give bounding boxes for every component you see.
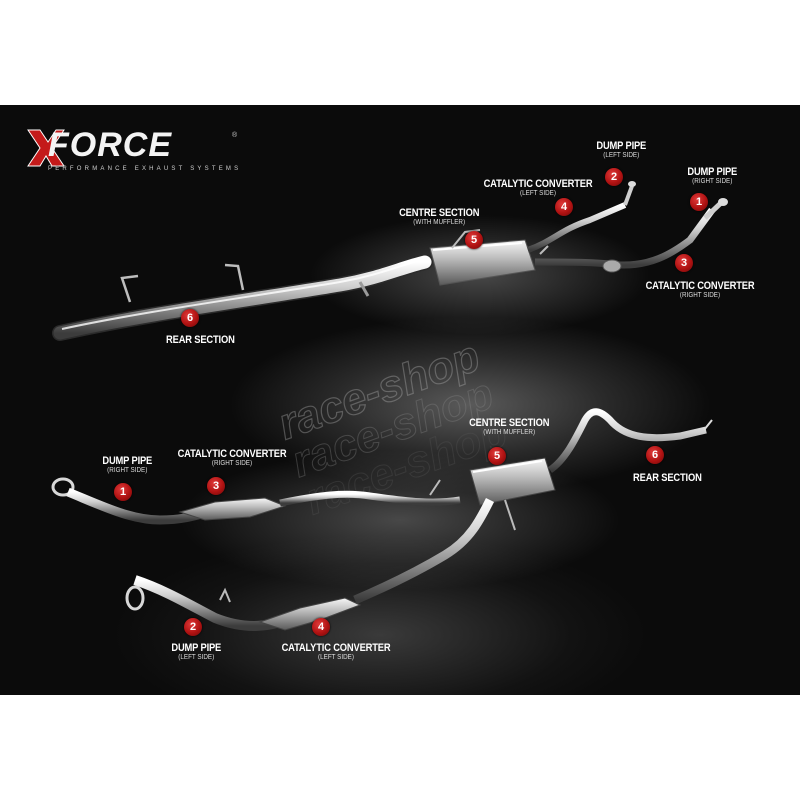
top-label-cat-converter-right: CATALYTIC CONVERTER (RIGHT SIDE) [645, 280, 755, 299]
top-exhaust-system [52, 181, 728, 341]
xforce-logo: FORCE ® PERFORMANCE EXHAUST SYSTEMS [26, 126, 242, 174]
bottom-badge-4: 4 [312, 618, 330, 636]
top-label-cat-converter-left: CATALYTIC CONVERTER (LEFT SIDE) [483, 178, 593, 197]
logo-wordmark: FORCE [48, 126, 172, 164]
top-badge-5: 5 [465, 231, 483, 249]
top-badge-1: 1 [690, 193, 708, 211]
bottom-label-cat-converter-right: CATALYTIC CONVERTER (RIGHT SIDE) [177, 448, 287, 467]
top-badge-6: 6 [181, 309, 199, 327]
top-label-dump-pipe-right: DUMP PIPE (RIGHT SIDE) [687, 166, 738, 185]
top-label-centre-section: CENTRE SECTION (WITH MUFFLER) [399, 207, 480, 226]
bottom-badge-6: 6 [646, 446, 664, 464]
top-label-dump-pipe-left: DUMP PIPE (LEFT SIDE) [596, 140, 647, 159]
bottom-label-centre-section: CENTRE SECTION (WITH MUFFLER) [469, 417, 550, 436]
logo-x-mark [27, 129, 65, 167]
bottom-badge-3: 3 [207, 477, 225, 495]
bottom-badge-5: 5 [488, 447, 506, 465]
top-badge-4: 4 [555, 198, 573, 216]
dark-background-panel [0, 105, 800, 695]
logo-registered-mark: ® [232, 132, 238, 139]
top-label-rear-section: REAR SECTION [166, 334, 235, 346]
bottom-label-dump-pipe-right: DUMP PIPE (RIGHT SIDE) [102, 455, 153, 474]
bottom-label-cat-converter-left: CATALYTIC CONVERTER (LEFT SIDE) [281, 642, 391, 661]
bottom-exhaust-system [51, 408, 713, 631]
bottom-badge-1: 1 [114, 483, 132, 501]
bottom-label-dump-pipe-left: DUMP PIPE (LEFT SIDE) [171, 642, 222, 661]
top-badge-2: 2 [605, 168, 623, 186]
bottom-badge-2: 2 [184, 618, 202, 636]
top-badge-3: 3 [675, 254, 693, 272]
bottom-label-rear-section: REAR SECTION [633, 472, 702, 484]
logo-tagline: PERFORMANCE EXHAUST SYSTEMS [48, 166, 242, 172]
